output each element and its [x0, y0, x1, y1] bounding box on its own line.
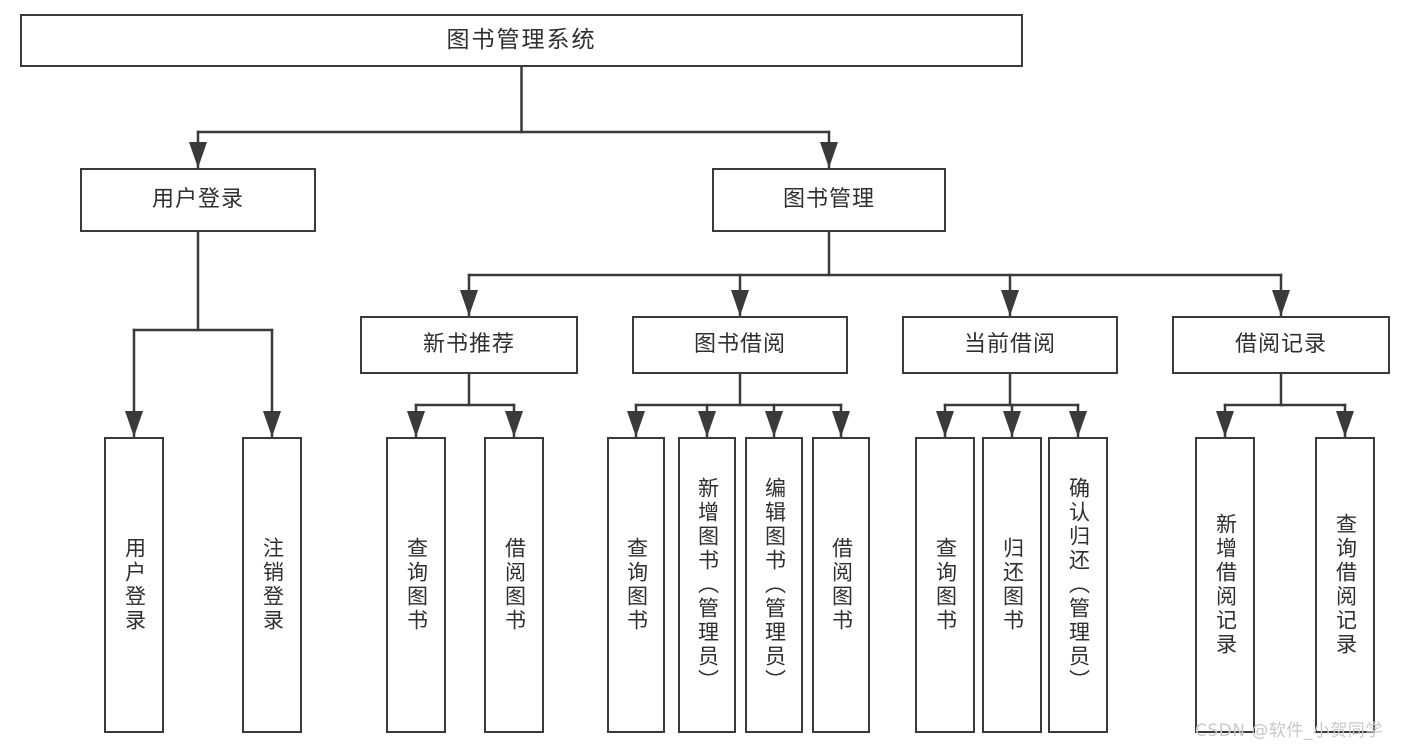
node-leaf-rec-add[interactable]: 新增借阅记录: [1195, 437, 1255, 733]
node-login[interactable]: 用户登录: [80, 168, 316, 232]
node-leaf-new-borrow[interactable]: 借阅图书: [484, 437, 544, 733]
arrowhead-icon: [698, 411, 716, 437]
node-label: 借阅图书: [829, 537, 854, 633]
node-leaf-new-query[interactable]: 查询图书: [386, 437, 446, 733]
node-label: 图书管理系统: [446, 27, 597, 54]
arrowhead-icon: [125, 411, 143, 437]
node-label: 查询图书: [404, 537, 429, 633]
arrowhead-icon: [1069, 411, 1087, 437]
node-leaf-user-logout[interactable]: 注销登录: [242, 437, 302, 733]
node-borrow[interactable]: 图书借阅: [632, 316, 848, 374]
watermark-label: CSDN @软件_小贺同学: [1195, 721, 1383, 741]
node-label: 新增借阅记录: [1213, 513, 1238, 657]
arrowhead-icon: [263, 411, 281, 437]
node-label: 借阅图书: [502, 537, 527, 633]
node-label: 用户登录: [122, 537, 147, 633]
arrowhead-icon: [1003, 411, 1021, 437]
arrowhead-icon: [820, 142, 838, 168]
node-records[interactable]: 借阅记录: [1172, 316, 1390, 374]
node-leaf-br-query[interactable]: 查询图书: [607, 437, 665, 733]
node-label: 归还图书: [1000, 537, 1025, 633]
node-label: 新书推荐: [422, 332, 515, 358]
arrowhead-icon: [936, 411, 954, 437]
node-label: 查询借阅记录: [1333, 513, 1358, 657]
node-label: 注销登录: [260, 537, 285, 633]
node-current[interactable]: 当前借阅: [902, 316, 1118, 374]
node-leaf-rec-query[interactable]: 查询借阅记录: [1315, 437, 1375, 733]
node-root[interactable]: 图书管理系统: [20, 14, 1023, 67]
arrowhead-icon: [627, 411, 645, 437]
node-label: 用户登录: [151, 187, 244, 213]
arrowhead-icon: [460, 290, 478, 316]
arrowhead-icon: [832, 411, 850, 437]
node-newbook[interactable]: 新书推荐: [360, 316, 578, 374]
node-label: 图书借阅: [693, 332, 786, 358]
arrowhead-icon: [1001, 290, 1019, 316]
node-leaf-user-login[interactable]: 用户登录: [104, 437, 164, 733]
node-label: 当前借阅: [963, 332, 1056, 358]
arrowhead-icon: [505, 411, 523, 437]
node-bookmgmt[interactable]: 图书管理: [712, 168, 946, 232]
arrowhead-icon: [765, 411, 783, 437]
arrowhead-icon: [1272, 290, 1290, 316]
arrowhead-icon: [407, 411, 425, 437]
arrowhead-icon: [731, 290, 749, 316]
node-label: 编辑图书（管理员）: [762, 477, 787, 693]
node-leaf-br-borrow[interactable]: 借阅图书: [812, 437, 870, 733]
node-label: 查询图书: [933, 537, 958, 633]
node-label: 新增图书（管理员）: [695, 477, 720, 693]
node-label: 图书管理: [782, 187, 875, 213]
node-leaf-cur-return[interactable]: 归还图书: [982, 437, 1042, 733]
arrowhead-icon: [1216, 411, 1234, 437]
node-label: 查询图书: [624, 537, 649, 633]
node-label: 借阅记录: [1234, 332, 1327, 358]
node-leaf-br-add[interactable]: 新增图书（管理员）: [678, 437, 736, 733]
node-leaf-cur-query[interactable]: 查询图书: [915, 437, 975, 733]
arrowhead-icon: [189, 142, 207, 168]
node-leaf-br-edit[interactable]: 编辑图书（管理员）: [745, 437, 803, 733]
arrowhead-icon: [1336, 411, 1354, 437]
node-leaf-cur-confirm[interactable]: 确认归还（管理员）: [1048, 437, 1108, 733]
node-label: 确认归还（管理员）: [1066, 477, 1091, 693]
